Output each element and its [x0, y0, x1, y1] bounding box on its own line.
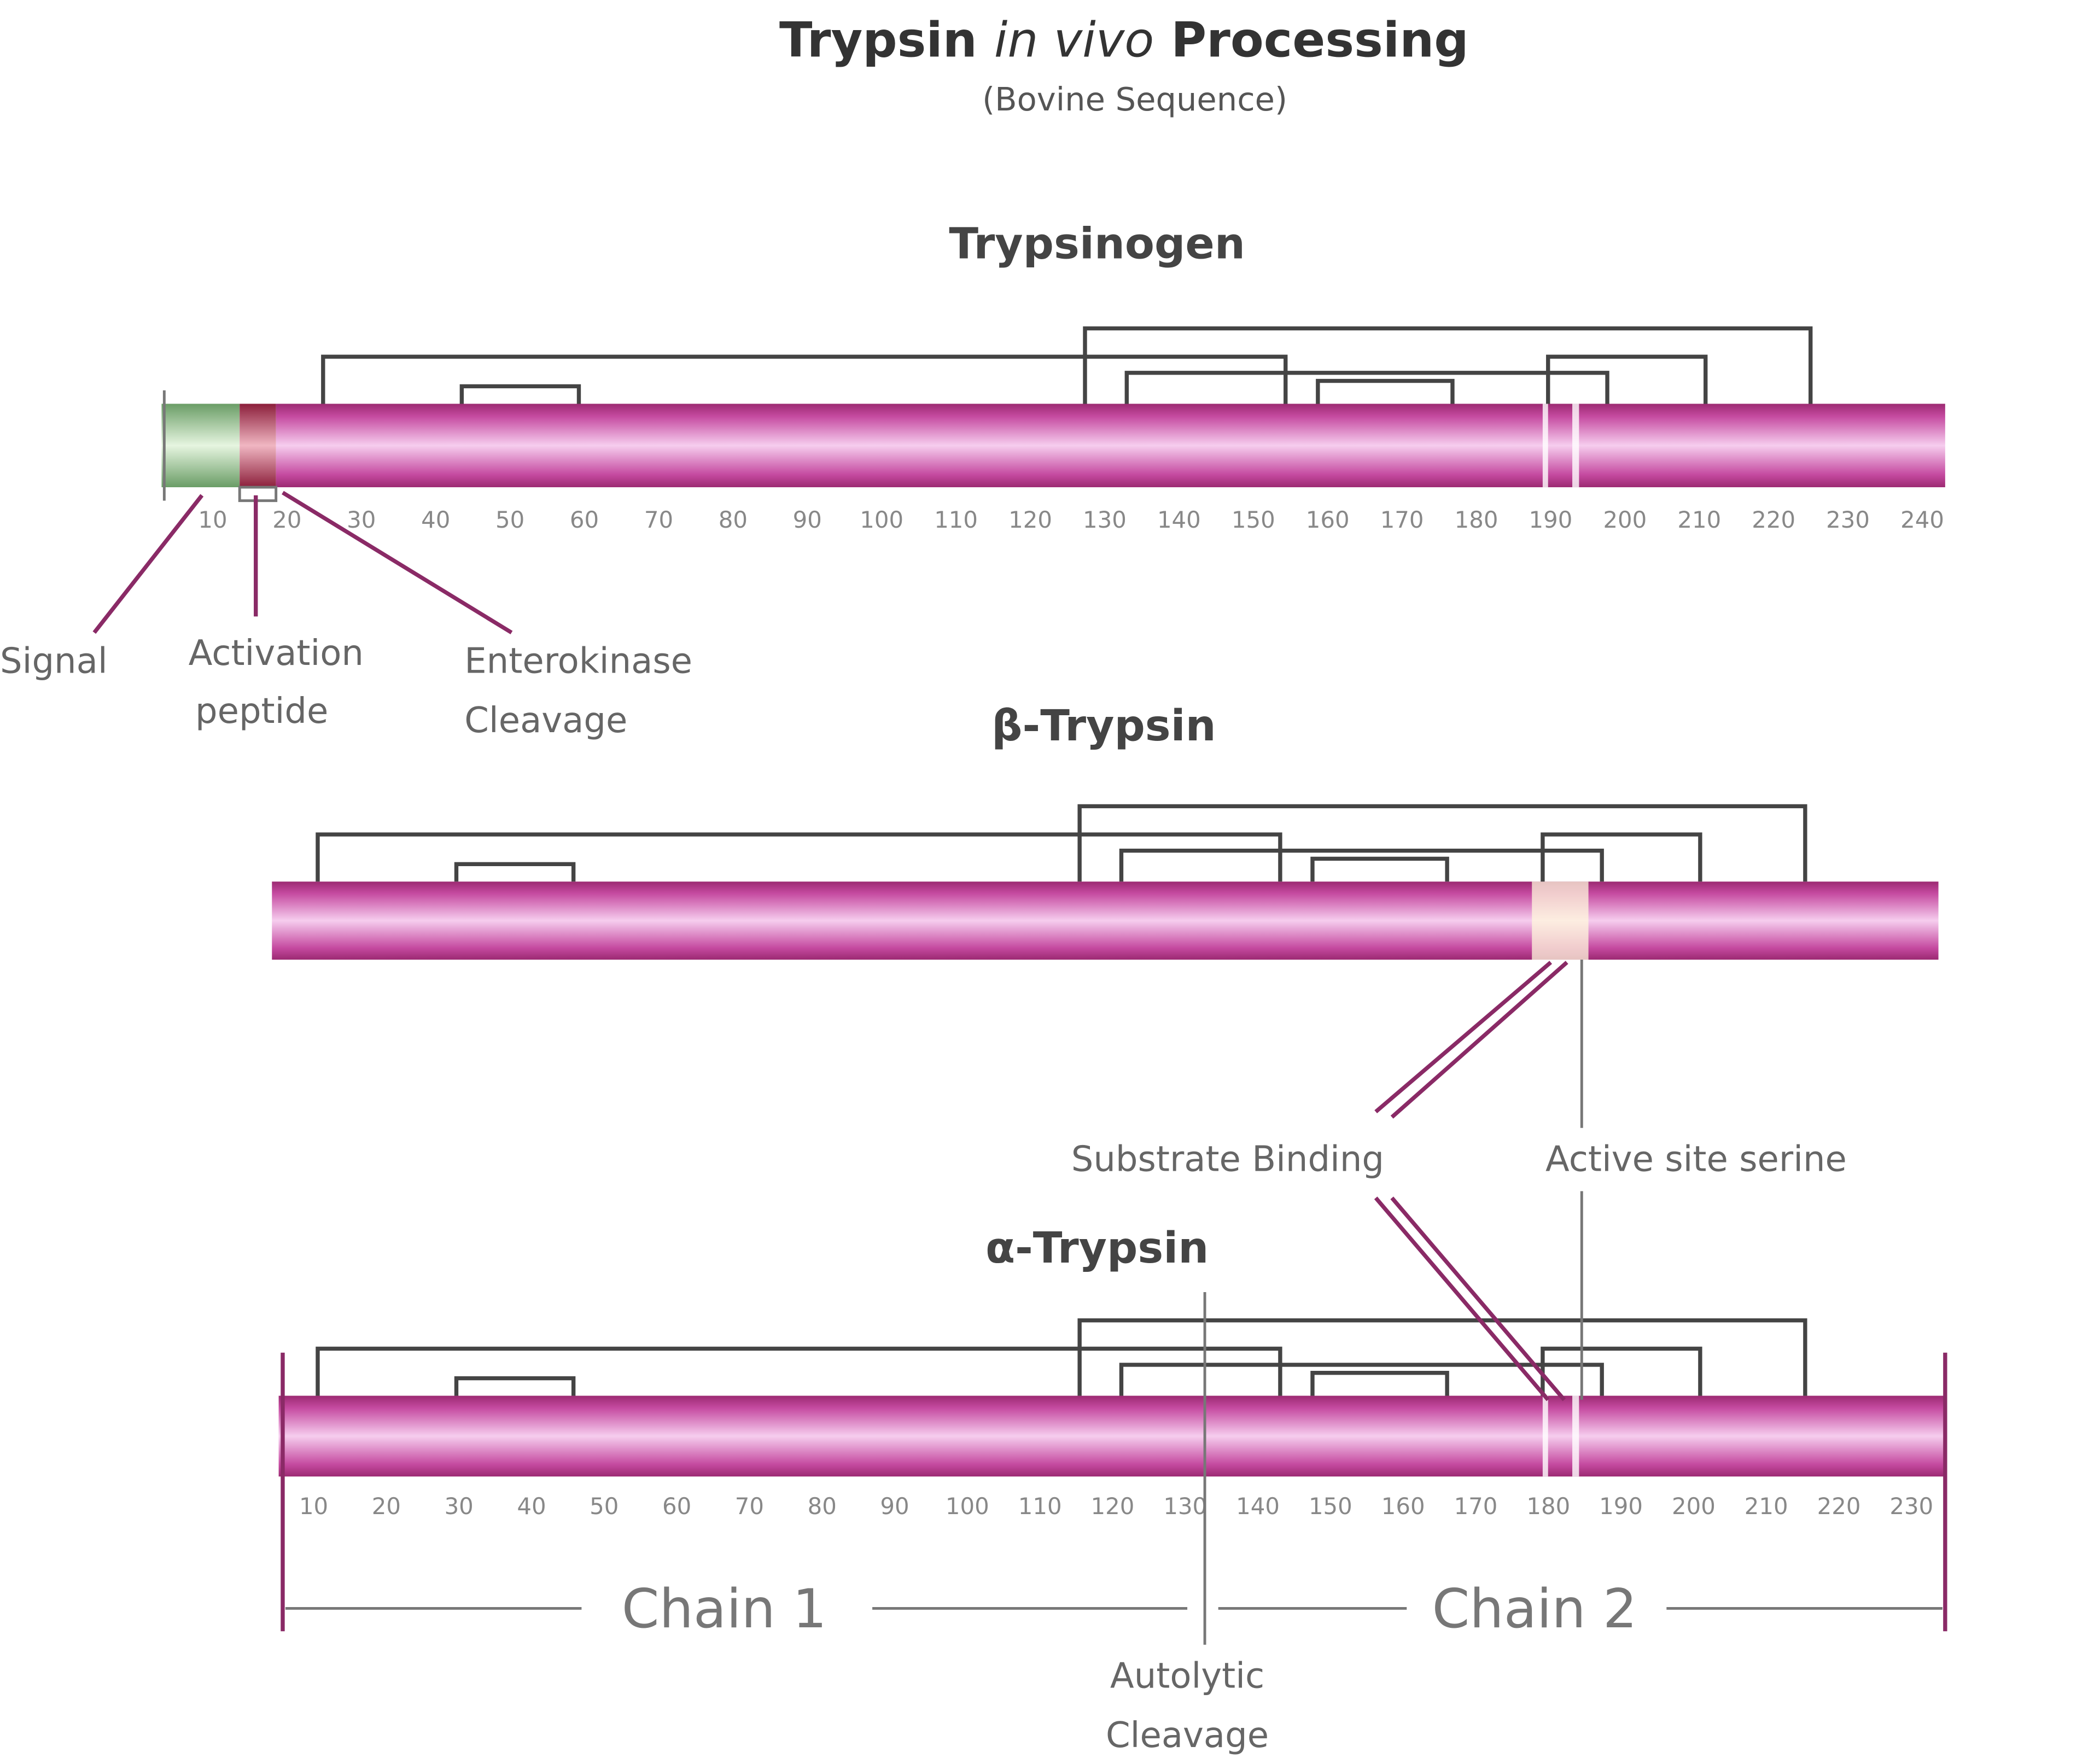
- tick-label: 110: [934, 506, 978, 533]
- tick-label: 170: [1380, 506, 1424, 533]
- disulfide-bond: [1310, 856, 1449, 882]
- tick-label: 130: [1163, 1493, 1207, 1520]
- tick-label: 60: [570, 506, 599, 533]
- tick-label: 160: [1381, 1493, 1425, 1520]
- disulfide-brackets-alpha: [316, 1318, 1807, 1396]
- disulfide-bond: [1541, 832, 1702, 882]
- tick-label: 40: [517, 1493, 546, 1520]
- tick-label: 140: [1157, 506, 1201, 533]
- page-title: Trypsin in vivo Processing: [779, 11, 1469, 68]
- alpha-trypsin-bar: [278, 1395, 1945, 1477]
- tick-label: 80: [808, 1493, 837, 1520]
- tick-label: 20: [272, 506, 301, 533]
- substrate-binding-pointer: [1374, 961, 1568, 1401]
- tick-label: 70: [644, 506, 673, 533]
- signal-label: Signal: [0, 641, 108, 682]
- chain-extents: [281, 1352, 1947, 1632]
- disulfide-bond: [459, 384, 581, 404]
- residue-ticks-alpha: 10 20 30 40 50 60 70 80 90 100 110 120 130 140 150 160 1…: [299, 1493, 1933, 1520]
- beta-trypsin-heading: β-Trypsin: [991, 700, 1216, 751]
- tick-label: 110: [1018, 1493, 1062, 1520]
- disulfide-bond: [1541, 1346, 1702, 1396]
- disulfide-bond: [1077, 804, 1807, 882]
- tick-label: 150: [1232, 506, 1275, 533]
- trypsinogen-heading: Trypsinogen: [949, 219, 1245, 269]
- residue-ticks-trypsinogen: 10 20 30 40 50 60 70 80 90 100 110 120 130 140 150 160 1…: [198, 506, 1944, 533]
- tick-label: 180: [1526, 1493, 1570, 1520]
- disulfide-bond: [454, 862, 576, 882]
- tick-label: 160: [1306, 506, 1350, 533]
- disulfide-bond: [1119, 848, 1604, 882]
- tick-label: 100: [946, 1493, 989, 1520]
- tick-label: 50: [590, 1493, 619, 1520]
- autolytic-label-2: Cleavage: [1106, 1715, 1269, 1756]
- tick-label: 20: [372, 1493, 401, 1520]
- tick-label: 220: [1752, 506, 1795, 533]
- substrate-binding-label: Substrate Binding: [1071, 1139, 1384, 1179]
- tick-label: 170: [1454, 1493, 1498, 1520]
- tick-label: 10: [299, 1493, 328, 1520]
- tick-label: 40: [421, 506, 450, 533]
- chain-1-label: Chain 1: [622, 1578, 827, 1640]
- tick-label: 10: [198, 506, 227, 533]
- tick-label: 50: [495, 506, 524, 533]
- tick-label: 230: [1889, 1493, 1933, 1520]
- tick-label: 180: [1455, 506, 1498, 533]
- enterokinase-label: Enterokinase: [464, 641, 692, 682]
- tick-label: 70: [735, 1493, 764, 1520]
- enterokinase-pointer: [282, 490, 513, 635]
- tick-label: 150: [1309, 1493, 1352, 1520]
- tick-label: 30: [347, 506, 376, 533]
- enterokinase-label-2: Cleavage: [464, 700, 627, 741]
- tick-label: 220: [1817, 1493, 1861, 1520]
- activation-segment: [240, 404, 276, 488]
- tick-label: 140: [1236, 1493, 1280, 1520]
- disulfide-bond: [316, 832, 1282, 882]
- tick-label: 100: [860, 506, 903, 533]
- disulfide-bond: [1124, 371, 1609, 404]
- beta-trypsin-bar: [272, 881, 1939, 960]
- signal-segment: [161, 404, 240, 488]
- tick-label: 240: [1900, 506, 1944, 533]
- activation-label: Activation: [189, 633, 364, 674]
- tick-label: 200: [1603, 506, 1647, 533]
- disulfide-bond: [1119, 1363, 1604, 1396]
- disulfide-bond: [1546, 354, 1708, 404]
- tick-label: 60: [662, 1493, 691, 1520]
- tick-label: 210: [1677, 506, 1721, 533]
- tick-label: 120: [1008, 506, 1052, 533]
- disulfide-bond: [321, 354, 1288, 404]
- alpha-trypsin-heading: α-Trypsin: [985, 1223, 1209, 1273]
- chain-segment: [276, 404, 1945, 488]
- trypsinogen-bar: [161, 390, 1945, 503]
- tick-label: 210: [1745, 1493, 1788, 1520]
- tick-label: 190: [1529, 506, 1573, 533]
- tick-label: 80: [719, 506, 748, 533]
- tick-label: 120: [1091, 1493, 1135, 1520]
- tick-label: 130: [1083, 506, 1127, 533]
- active-site-label: Active site serine: [1545, 1139, 1847, 1179]
- disulfide-bond: [1316, 378, 1455, 404]
- tick-label: 30: [445, 1493, 474, 1520]
- disulfide-bond: [316, 1346, 1282, 1396]
- chain-2-label: Chain 2: [1432, 1578, 1637, 1640]
- tick-label: 200: [1672, 1493, 1716, 1520]
- subtitle: (Bovine Sequence): [982, 80, 1287, 118]
- disulfide-brackets-trypsinogen: [321, 326, 1813, 404]
- disulfide-bond: [454, 1376, 576, 1396]
- disulfide-brackets-beta: [316, 804, 1807, 882]
- tick-label: 190: [1599, 1493, 1643, 1520]
- activation-label-2: peptide: [195, 691, 328, 732]
- tick-label: 230: [1826, 506, 1870, 533]
- tick-label: 90: [880, 1493, 909, 1520]
- signal-pointer: [92, 494, 204, 634]
- disulfide-bond: [1083, 326, 1813, 404]
- disulfide-bond: [1077, 1318, 1807, 1396]
- disulfide-bond: [1310, 1371, 1449, 1396]
- tick-label: 90: [793, 506, 822, 533]
- autolytic-label: Autolytic: [1110, 1656, 1264, 1697]
